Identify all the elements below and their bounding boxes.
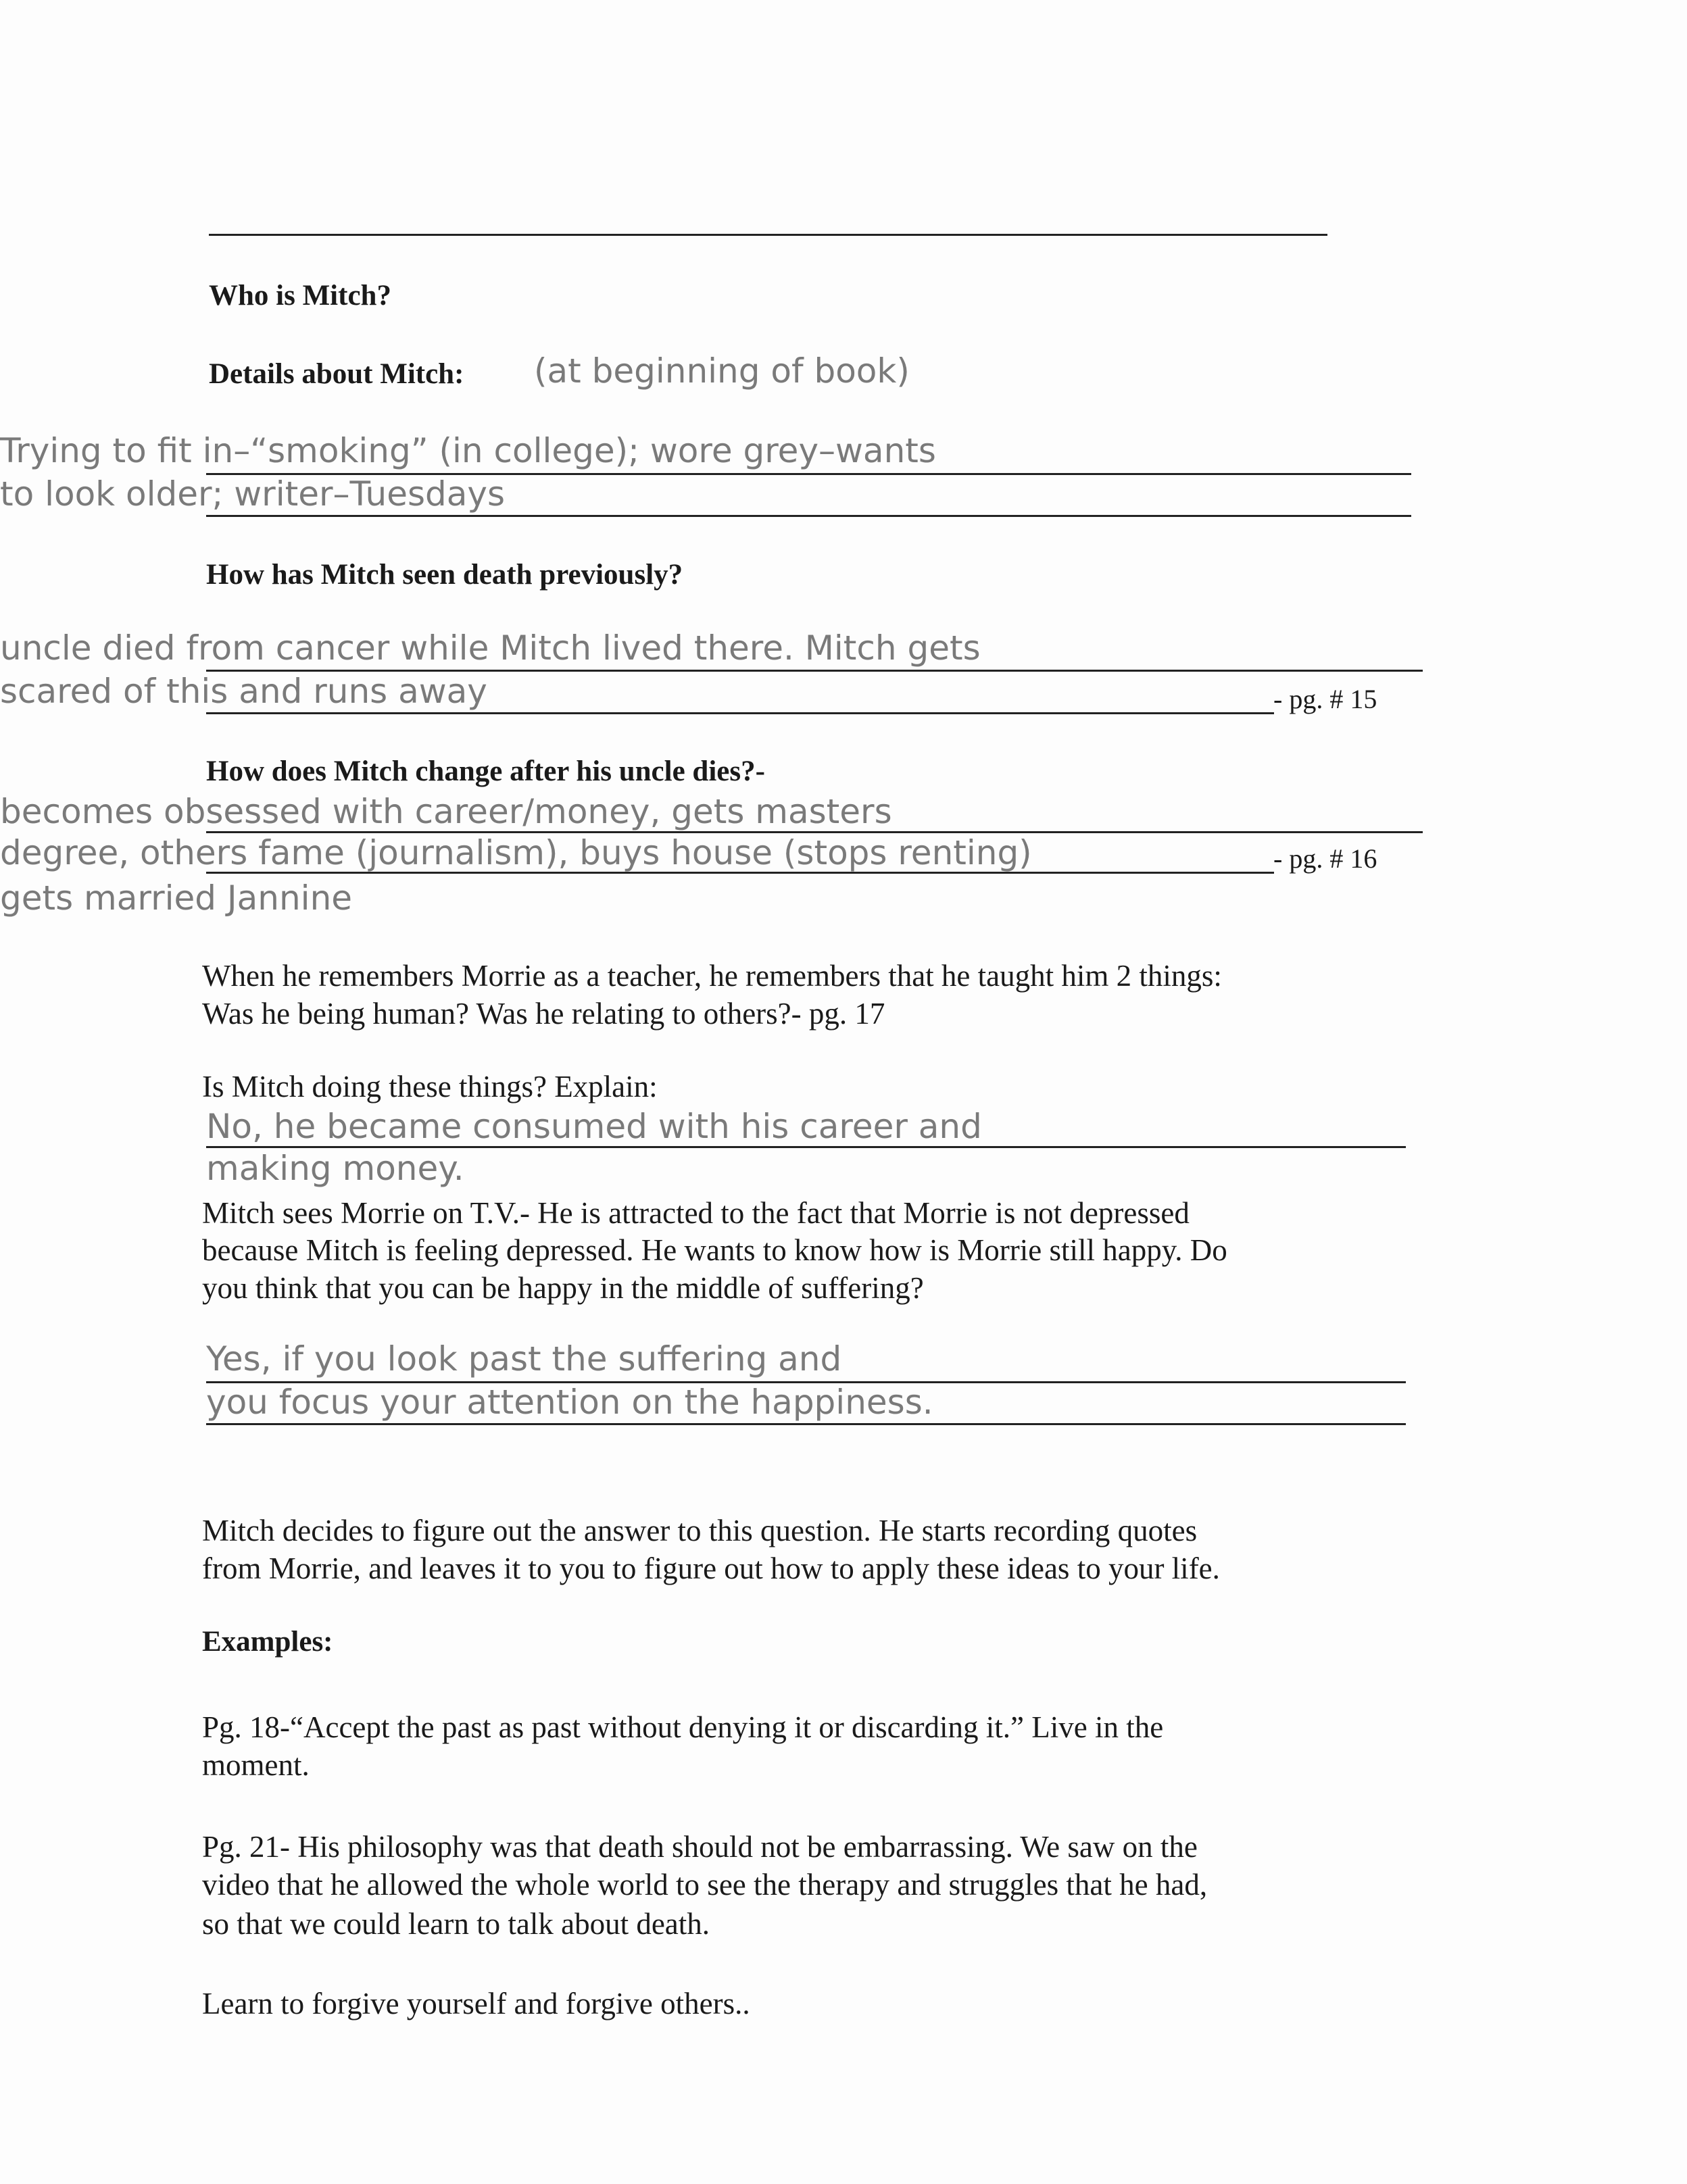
answer-death-line-2: scared of this and runs away — [0, 672, 487, 711]
answer-line[interactable] — [206, 670, 1423, 672]
answer-happy-line-2: you focus your attention on the happines… — [206, 1383, 933, 1422]
example-2-line-1: Pg. 21- His philosophy was that death sh… — [202, 1830, 1198, 1864]
decides-text-line-1: Mitch decides to figure out the answer t… — [202, 1514, 1198, 1547]
answer-line[interactable] — [206, 872, 1274, 874]
page-reference: - pg. # 15 — [1273, 684, 1377, 714]
answer-details-line-1: Trying to fit in–“smoking” (in college);… — [0, 431, 936, 470]
page-reference: - pg. # 16 — [1273, 843, 1377, 874]
answer-line[interactable] — [206, 1146, 1406, 1148]
answer-details-line-2: to look older; writer–Tuesdays — [0, 474, 506, 514]
answer-happy-line-1: Yes, if you look past the suffering and — [206, 1339, 842, 1379]
answer-line[interactable] — [206, 473, 1411, 475]
answer-line[interactable] — [206, 831, 1423, 833]
decides-text-line-2: from Morrie, and leaves it to you to fig… — [202, 1552, 1220, 1585]
examples-heading: Examples: — [202, 1626, 333, 1658]
tv-text-line-2: because Mitch is feeling depressed. He w… — [202, 1233, 1227, 1267]
answer-line[interactable] — [206, 1381, 1406, 1383]
answer-details-note: (at beginning of book) — [534, 351, 910, 391]
answer-change-line-3: gets married Jannine — [0, 878, 353, 918]
answer-line[interactable] — [206, 515, 1411, 517]
question-change: How does Mitch change after his uncle di… — [206, 755, 765, 787]
example-2-line-2: video that he allowed the whole world to… — [202, 1868, 1208, 1902]
answer-doing-line-1: No, he became consumed with his career a… — [206, 1107, 982, 1146]
answer-line[interactable] — [206, 1423, 1406, 1425]
answer-doing-line-2: making money. — [206, 1149, 464, 1188]
question-doing-these-things: Is Mitch doing these things? Explain: — [202, 1070, 658, 1103]
answer-change-line-1: becomes obsessed with career/money, gets… — [0, 792, 892, 831]
answer-line[interactable] — [206, 712, 1274, 714]
answer-death-line-1: uncle died from cancer while Mitch lived… — [0, 628, 981, 668]
question-details: Details about Mitch: — [209, 358, 464, 390]
question-who-is-mitch: Who is Mitch? — [209, 280, 391, 312]
answer-change-line-2: degree, others fame (journalism), buys h… — [0, 833, 1032, 872]
teacher-text-line-1: When he remembers Morrie as a teacher, h… — [202, 959, 1222, 993]
name-line[interactable] — [209, 234, 1327, 236]
example-1-line-2: moment. — [202, 1748, 310, 1782]
teacher-text-line-2: Was he being human? Was he relating to o… — [202, 997, 885, 1031]
example-1-line-1: Pg. 18-“Accept the past as past without … — [202, 1710, 1164, 1744]
tv-text-line-3: you think that you can be happy in the m… — [202, 1271, 924, 1305]
example-3: Learn to forgive yourself and forgive ot… — [202, 1987, 750, 2020]
tv-text-line-1: Mitch sees Morrie on T.V.- He is attract… — [202, 1196, 1190, 1230]
example-2-line-3: so that we could learn to talk about dea… — [202, 1907, 710, 1941]
question-death-previously: How has Mitch seen death previously? — [206, 559, 683, 591]
